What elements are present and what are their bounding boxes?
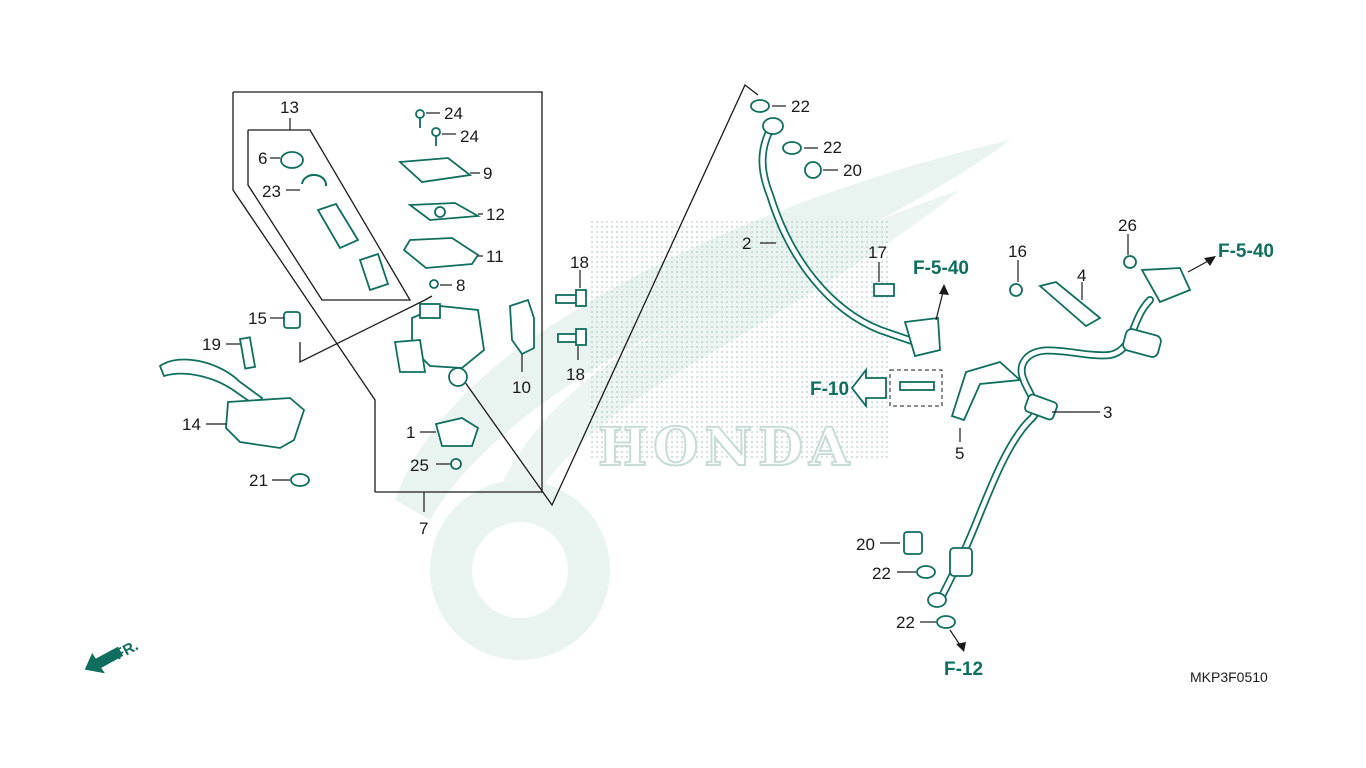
label-22c: 22 bbox=[872, 564, 891, 583]
group-frame-7 bbox=[232, 91, 543, 512]
label-4: 4 bbox=[1077, 266, 1086, 285]
float-8 bbox=[429, 279, 452, 289]
diaphragm-11 bbox=[402, 237, 483, 269]
label-26: 26 bbox=[1118, 216, 1137, 235]
reservoir-cap-9 bbox=[397, 157, 480, 183]
piston-set bbox=[316, 202, 390, 292]
boot-6 bbox=[270, 151, 304, 169]
label-16: 16 bbox=[1008, 242, 1027, 261]
label-24b: 24 bbox=[460, 127, 479, 146]
bracket-4 bbox=[1038, 281, 1102, 328]
screws-24 bbox=[415, 109, 456, 146]
group-frame-13 bbox=[247, 118, 412, 301]
part-labels: 13 6 23 24 24 9 12 11 8 15 19 14 21 1 25… bbox=[182, 97, 1137, 632]
label-20b: 20 bbox=[856, 535, 875, 554]
label-21: 21 bbox=[249, 471, 268, 490]
label-9: 9 bbox=[483, 164, 492, 183]
brake-hose-3 bbox=[927, 296, 1162, 608]
reference-f-5-40-right[interactable]: F-5-40 bbox=[1218, 241, 1274, 262]
label-8: 8 bbox=[456, 276, 465, 295]
hose-frame bbox=[299, 83, 759, 507]
pivot-bolt-19 bbox=[226, 336, 257, 370]
ref-arrow-2 bbox=[1187, 256, 1216, 273]
label-11: 11 bbox=[486, 247, 504, 266]
bolt-f10 bbox=[850, 367, 943, 409]
label-22a: 22 bbox=[791, 97, 810, 116]
plate-12 bbox=[407, 202, 483, 221]
front-direction-marker: FR. bbox=[83, 637, 141, 675]
screw-25 bbox=[436, 458, 462, 470]
holder-10 bbox=[509, 298, 535, 372]
pivot-nut-15 bbox=[270, 311, 301, 329]
switch-1 bbox=[420, 417, 480, 447]
reference-labels: F-5-40 F-5-40 F-10 F-12 bbox=[810, 241, 1274, 680]
label-23: 23 bbox=[262, 182, 281, 201]
label-25: 25 bbox=[410, 456, 429, 475]
label-15: 15 bbox=[248, 309, 267, 328]
honda-wing-watermark: HONDA bbox=[395, 140, 1010, 660]
label-19: 19 bbox=[202, 335, 221, 354]
label-2: 2 bbox=[742, 234, 751, 253]
label-22b: 22 bbox=[823, 138, 842, 157]
bolt-20-lower bbox=[880, 531, 923, 555]
label-18b: 18 bbox=[566, 365, 585, 384]
reference-f-5-40-upper[interactable]: F-5-40 bbox=[913, 258, 969, 279]
brake-lever-14 bbox=[158, 358, 306, 449]
circlip-23 bbox=[286, 174, 328, 191]
label-6: 6 bbox=[258, 149, 267, 168]
label-17: 17 bbox=[868, 243, 887, 262]
label-20a: 20 bbox=[843, 161, 862, 180]
washer-22-lower bbox=[897, 565, 966, 652]
label-3: 3 bbox=[1103, 403, 1112, 422]
label-10: 10 bbox=[512, 378, 531, 397]
bolt-17 bbox=[873, 262, 895, 297]
label-1: 1 bbox=[406, 423, 415, 442]
label-12: 12 bbox=[486, 205, 505, 224]
label-22d: 22 bbox=[896, 613, 915, 632]
bracket-5 bbox=[950, 360, 1023, 442]
nut-21 bbox=[272, 473, 310, 487]
label-18a: 18 bbox=[570, 253, 589, 272]
bolts-18 bbox=[555, 270, 587, 360]
label-7: 7 bbox=[419, 519, 428, 538]
label-13: 13 bbox=[280, 98, 299, 117]
brake-hose-2 bbox=[750, 99, 941, 358]
bolt-16 bbox=[1009, 260, 1023, 297]
honda-watermark-text: HONDA bbox=[598, 417, 855, 478]
bolt-26 bbox=[1123, 234, 1192, 304]
diagram-code: MKP3F0510 bbox=[1190, 669, 1268, 685]
reference-f-10[interactable]: F-10 bbox=[810, 379, 849, 400]
master-cylinder-body bbox=[393, 303, 485, 387]
label-14: 14 bbox=[182, 415, 201, 434]
label-24a: 24 bbox=[444, 104, 463, 123]
reference-f-12[interactable]: F-12 bbox=[944, 659, 983, 680]
label-5: 5 bbox=[955, 444, 964, 463]
ref-arrow-1 bbox=[935, 284, 949, 321]
